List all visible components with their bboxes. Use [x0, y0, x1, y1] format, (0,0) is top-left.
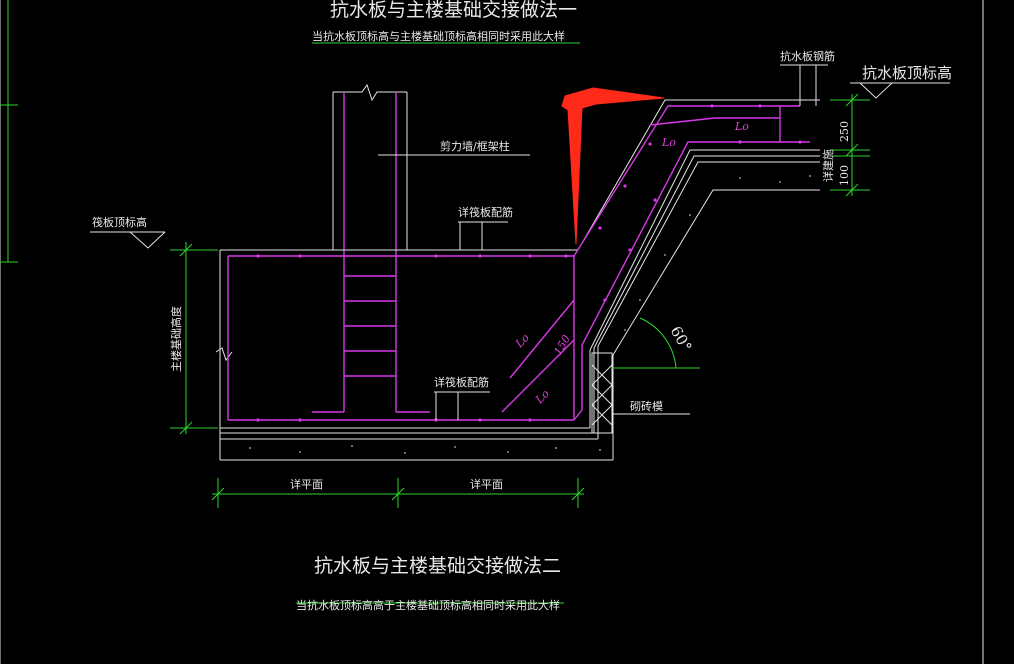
raft-reinforcement-top-label: 详筏板配筋: [458, 205, 513, 219]
foundation-height-label: 主楼基础高度: [169, 306, 183, 372]
column-label: 剪力墙/框架柱: [440, 139, 510, 153]
slab-reinforcement-label: 抗水板钢筋: [780, 49, 835, 63]
plan-left-label: 详平面: [290, 477, 323, 491]
slab-top-elevation-marker: [850, 82, 950, 99]
annotation-arrow: [561, 87, 665, 245]
shear-wall-column: [312, 83, 430, 413]
raft-reinforcement-bottom-label: 详筏板配筋: [434, 375, 489, 389]
anchorage-length-label-3: Lo: [512, 331, 532, 351]
slope-angle-label: 60°: [667, 323, 696, 355]
plan-right-label: 详平面: [470, 477, 503, 491]
anchorage-length-label-2: Lo: [661, 136, 676, 149]
anchorage-length-label-1: Lo: [734, 120, 749, 133]
raft-top-elevation-label: 筏板顶标高: [92, 215, 147, 229]
brick-mould-label: 砌砖模: [630, 399, 663, 413]
slab-top-elevation-label: 抗水板顶标高: [862, 64, 952, 82]
foundation-height-dimension: [170, 242, 218, 435]
dimension-100: 100: [838, 165, 851, 186]
rebar-dots: [256, 104, 802, 422]
slab-thickness-dimension: [830, 93, 870, 197]
slope-transition: [501, 99, 820, 439]
concrete-speckle: [249, 175, 811, 454]
anchorage-length-label-4: Lo: [532, 387, 552, 407]
drawing-frame: [0, 0, 984, 664]
plan-dimension-line: [211, 478, 585, 508]
dimension-150: 150: [551, 333, 573, 358]
bottom-subtitle: 当抗水板顶标高高于主楼基础顶标高相同时采用此大样: [296, 598, 560, 612]
top-title: 抗水板与主楼基础交接做法一: [330, 0, 577, 21]
raft-top-elevation-marker: [90, 231, 166, 249]
top-subtitle: 当抗水板顶标高与主楼基础顶标高相同时采用此大样: [312, 29, 565, 43]
slope-angle-marker: [612, 317, 700, 369]
dimension-250: 250: [838, 121, 851, 142]
slab-thickness-label: 详建施: [821, 149, 835, 182]
raft-foundation: [215, 249, 614, 461]
bottom-title: 抗水板与主楼基础交接做法二: [314, 555, 561, 577]
